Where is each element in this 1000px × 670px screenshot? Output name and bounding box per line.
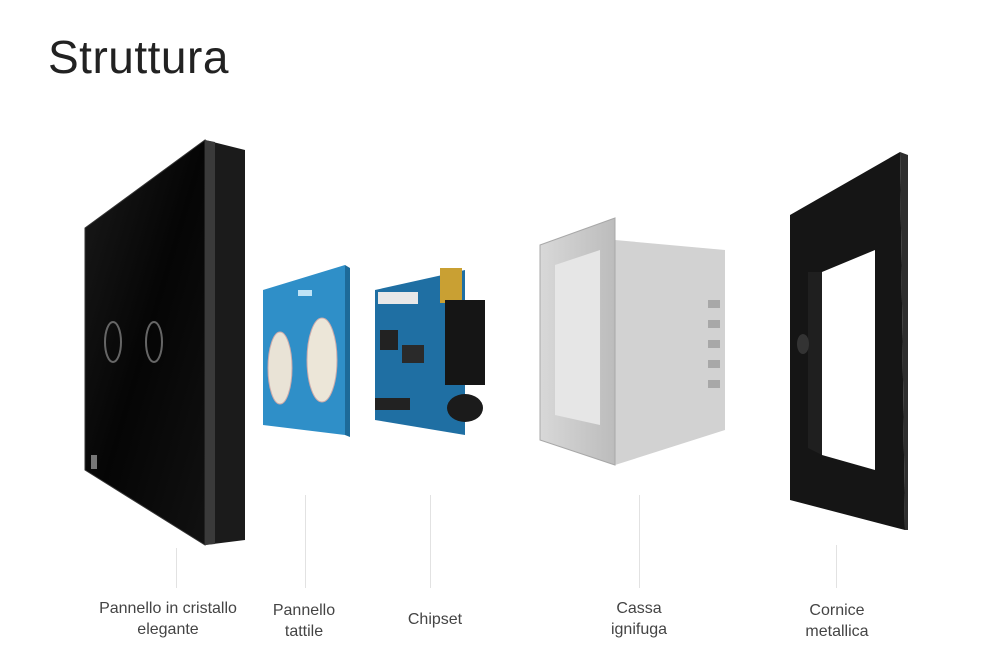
caption-glass-panel: Pannello in cristallo elegante [88, 598, 248, 640]
caption-chipset: Chipset [355, 609, 515, 630]
caption-fireproof-box: Cassa ignifuga [559, 598, 719, 640]
caption-line: metallica [805, 623, 869, 640]
leader-line [305, 495, 306, 588]
caption-line: elegante [137, 621, 199, 638]
metal-frame-illustration [790, 152, 908, 530]
chipset-illustration [375, 268, 485, 435]
caption-line: ignifuga [610, 621, 668, 638]
touch-pcb-illustration [263, 265, 350, 437]
caption-metal-frame: Cornice metallica [757, 600, 917, 642]
fireproof-box-illustration [539, 217, 725, 466]
caption-line: Cassa [616, 600, 662, 617]
caption-line: Pannello [272, 602, 336, 619]
caption-line: Pannello in cristallo [99, 600, 237, 617]
caption-line: Cornice [809, 602, 865, 619]
caption-line: tattile [284, 623, 324, 640]
page-title: Struttura [48, 31, 229, 83]
leader-line [836, 545, 837, 588]
caption-line: Chipset [407, 611, 463, 628]
glass-panel-illustration [84, 139, 245, 546]
leader-line [430, 495, 431, 588]
leader-line [176, 548, 177, 588]
caption-touch-pcb: Pannello tattile [224, 600, 384, 642]
leader-line [639, 495, 640, 588]
